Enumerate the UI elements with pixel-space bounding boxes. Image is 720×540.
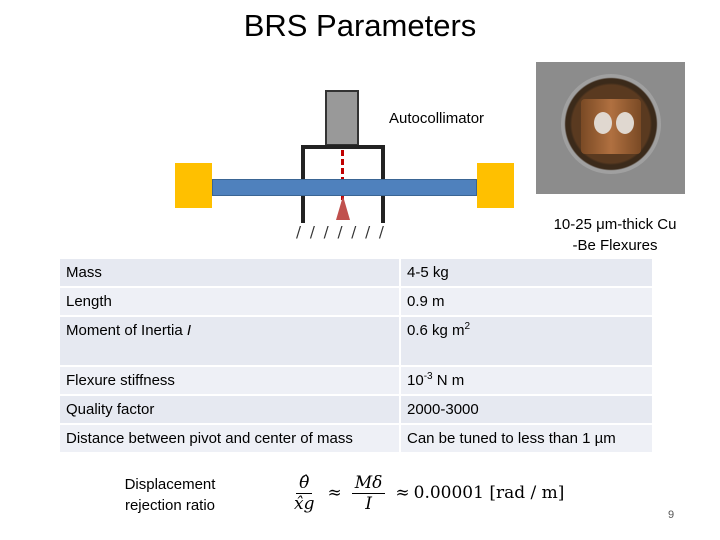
rejection-label-line1: Displacement (124, 476, 216, 493)
table-row: Distance between pivot and center of mas… (60, 425, 652, 452)
flexure-caption-line1: 10-25 μm-thick Cu (553, 216, 677, 233)
rejection-equation: θ̂ x̂g ≈ Mδ I ≈ 0.00001 [rad / m] (285, 463, 564, 523)
autocollimator-label: Autocollimator (389, 110, 485, 127)
param-name: Quality factor (60, 396, 399, 423)
lhs-denominator: x̂g (294, 493, 315, 514)
page-number: 9 (668, 509, 675, 521)
param-value: Can be tuned to less than 1 µm (401, 425, 652, 452)
flexure-caption: 10-25 μm-thick Cu -Be Flexures (520, 214, 710, 256)
lhs-numerator: θ̂ (296, 473, 313, 494)
equation-result: 0.00001 [rad / m] (413, 483, 565, 503)
rhs-numerator: Mδ (351, 473, 386, 494)
rejection-label-line2: rejection ratio (124, 497, 216, 514)
param-name: Length (60, 288, 399, 315)
param-name: Distance between pivot and center of mas… (60, 425, 399, 452)
param-value: 0.6 kg m2 (401, 317, 652, 365)
autocollimator-box (325, 90, 359, 146)
table-row: Mass 4-5 kg (60, 259, 652, 286)
flexure-photo (536, 62, 685, 194)
approx-sign: ≈ (327, 483, 342, 503)
approx-sign-2: ≈ (395, 483, 410, 503)
photo-aperture (561, 74, 661, 174)
param-value: 2000-3000 (401, 396, 652, 423)
photo-clamp-left (594, 112, 612, 134)
table-row: Moment of Inertia I 0.6 kg m2 (60, 317, 652, 365)
table-row: Quality factor 2000-3000 (60, 396, 652, 423)
laser-beam (341, 150, 344, 200)
photo-clamp-right (616, 112, 634, 134)
parameters-table: Mass 4-5 kg Length 0.9 m Moment of Inert… (60, 259, 652, 454)
rhs-denominator: I (365, 493, 372, 514)
left-mass (175, 163, 212, 208)
param-value: 4-5 kg (401, 259, 652, 286)
param-name: Mass (60, 259, 399, 286)
balance-beam (212, 179, 477, 196)
slide-title: BRS Parameters (243, 8, 477, 43)
param-value: 0.9 m (401, 288, 652, 315)
pivot-flexure (336, 196, 350, 220)
flexure-caption-line2: -Be Flexures (572, 237, 658, 254)
param-name: Flexure stiffness (60, 367, 399, 394)
lhs-fraction: θ̂ x̂g (291, 473, 317, 514)
rejection-ratio-label: Displacement rejection ratio (110, 474, 230, 516)
right-mass (477, 163, 514, 208)
param-value: 10-3 N m (401, 367, 652, 394)
rhs-fraction: Mδ I (351, 473, 386, 514)
param-name: Moment of Inertia I (60, 317, 399, 365)
table-row: Flexure stiffness 10-3 N m (60, 367, 652, 394)
table-row: Length 0.9 m (60, 288, 652, 315)
ground-hatch: / / / / / / / (296, 223, 386, 241)
